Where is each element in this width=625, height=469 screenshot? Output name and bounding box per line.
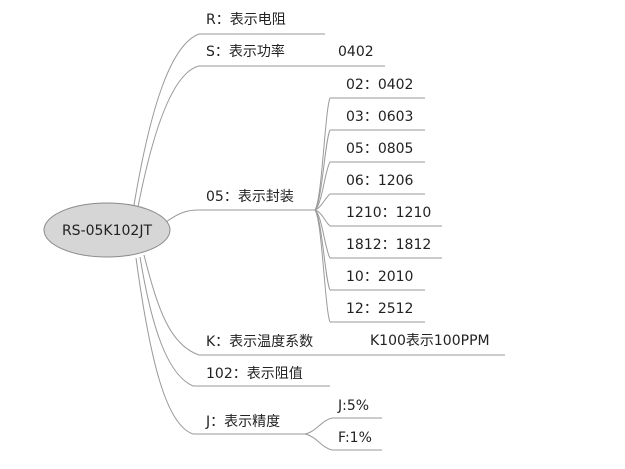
branch-r[interactable]: R：表示电阻 <box>206 12 286 28</box>
branch-k[interactable]: K：表示温度系数 <box>206 334 313 350</box>
j-child-connector-2 <box>304 433 333 451</box>
branch-res[interactable]: 102：表示阻值 <box>206 366 303 382</box>
pkg-children <box>314 97 442 323</box>
j-item[interactable]: F:1% <box>338 430 372 446</box>
pkg-item[interactable]: 03：0603 <box>346 109 413 125</box>
branch-s[interactable]: S：表示功率 <box>206 43 285 60</box>
pkg-item[interactable]: 12：2512 <box>346 301 413 317</box>
pkg-item[interactable]: 02：0402 <box>346 77 413 93</box>
root-node[interactable] <box>43 202 171 258</box>
s-value[interactable]: 0402 <box>338 44 374 60</box>
k-value[interactable]: K100表示100PPM <box>370 333 490 349</box>
root-label: RS-05K102JT <box>62 223 153 239</box>
pkg-item[interactable]: 1812：1812 <box>346 237 431 253</box>
j-child-connector-1 <box>304 417 333 435</box>
j-item[interactable]: J:5% <box>337 398 369 414</box>
pkg-item[interactable]: 1210：1210 <box>346 205 431 221</box>
pkg-item[interactable]: 05：0805 <box>346 141 413 157</box>
root-connectors <box>133 33 200 435</box>
branch-j[interactable]: J：表示精度 <box>205 414 280 430</box>
branch-pkg[interactable]: 05：表示封装 <box>206 189 294 205</box>
pkg-item[interactable]: 06：1206 <box>346 173 414 189</box>
pkg-item[interactable]: 10：2010 <box>346 269 413 285</box>
